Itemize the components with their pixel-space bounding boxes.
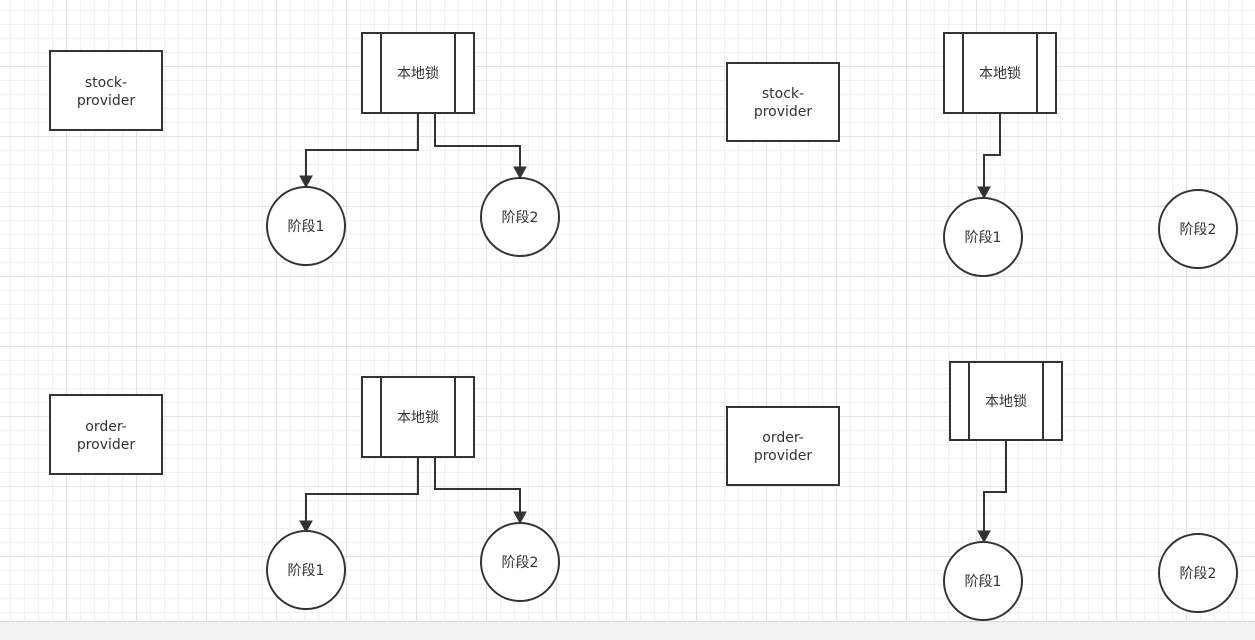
stock-provider-node-left[interactable]: stock- provider (49, 50, 163, 131)
node-label: 阶段2 (1180, 222, 1217, 238)
edge-lock-top-left-to-stage2[interactable] (434, 114, 527, 180)
stage2-node-bottom-left[interactable]: 阶段2 (480, 522, 560, 602)
node-label-line1: order- (85, 419, 127, 435)
edge-lock-bottom-right-to-stage1[interactable] (977, 441, 1007, 544)
local-lock-node-bottom-left[interactable]: 本地锁 (361, 376, 475, 458)
node-label: 本地锁 (397, 66, 439, 82)
edge-lock-bottom-left-to-stage2[interactable] (434, 458, 527, 525)
arrowhead (977, 530, 991, 544)
local-lock-node-bottom-right[interactable]: 本地锁 (949, 361, 1063, 441)
stage2-node-top-left[interactable]: 阶段2 (480, 177, 560, 257)
node-label: 阶段2 (502, 210, 539, 226)
arrowhead (977, 186, 991, 200)
local-lock-node-top-right[interactable]: 本地锁 (943, 32, 1057, 114)
local-lock-node-top-left[interactable]: 本地锁 (361, 32, 475, 114)
diagram-canvas[interactable]: stock- provider order- provider stock- p… (0, 0, 1255, 621)
order-provider-node-right[interactable]: order- provider (726, 406, 840, 486)
node-label: 阶段1 (288, 563, 325, 579)
diagram-svg: stock- provider order- provider stock- p… (49, 32, 1238, 621)
node-label: 阶段2 (502, 555, 539, 571)
stage1-node-top-left[interactable]: 阶段1 (266, 186, 346, 266)
node-label-line2: provider (77, 437, 136, 453)
node-label: 阶段1 (965, 574, 1002, 590)
arrowhead (299, 175, 313, 189)
node-label: 阶段2 (1180, 566, 1217, 582)
stage1-node-bottom-right[interactable]: 阶段1 (943, 541, 1023, 621)
node-label-line2: provider (754, 104, 813, 120)
canvas-bottom-bar (0, 621, 1255, 640)
stage2-node-top-right[interactable]: 阶段2 (1158, 189, 1238, 269)
node-label-line2: provider (754, 448, 813, 464)
edge-lock-bottom-left-to-stage1[interactable] (299, 458, 419, 534)
node-label: 本地锁 (985, 394, 1027, 410)
node-label: 阶段1 (288, 219, 325, 235)
node-label: 阶段1 (965, 230, 1002, 246)
stage1-node-top-right[interactable]: 阶段1 (943, 197, 1023, 277)
stock-provider-node-right[interactable]: stock- provider (726, 62, 840, 142)
edge-lock-top-right-to-stage1[interactable] (977, 114, 1001, 200)
order-provider-node-left[interactable]: order- provider (49, 394, 163, 475)
edge-lock-top-left-to-stage1[interactable] (299, 114, 419, 189)
stage1-node-bottom-left[interactable]: 阶段1 (266, 530, 346, 610)
node-label: 本地锁 (979, 66, 1021, 82)
node-label-line1: stock- (762, 86, 804, 102)
stage2-node-bottom-right[interactable]: 阶段2 (1158, 533, 1238, 613)
node-label-line1: stock- (85, 75, 127, 91)
arrowhead (299, 520, 313, 534)
node-label: 本地锁 (397, 410, 439, 426)
arrowhead (513, 166, 527, 180)
node-label-line1: order- (762, 430, 804, 446)
node-label-line2: provider (77, 93, 136, 109)
arrowhead (513, 511, 527, 525)
